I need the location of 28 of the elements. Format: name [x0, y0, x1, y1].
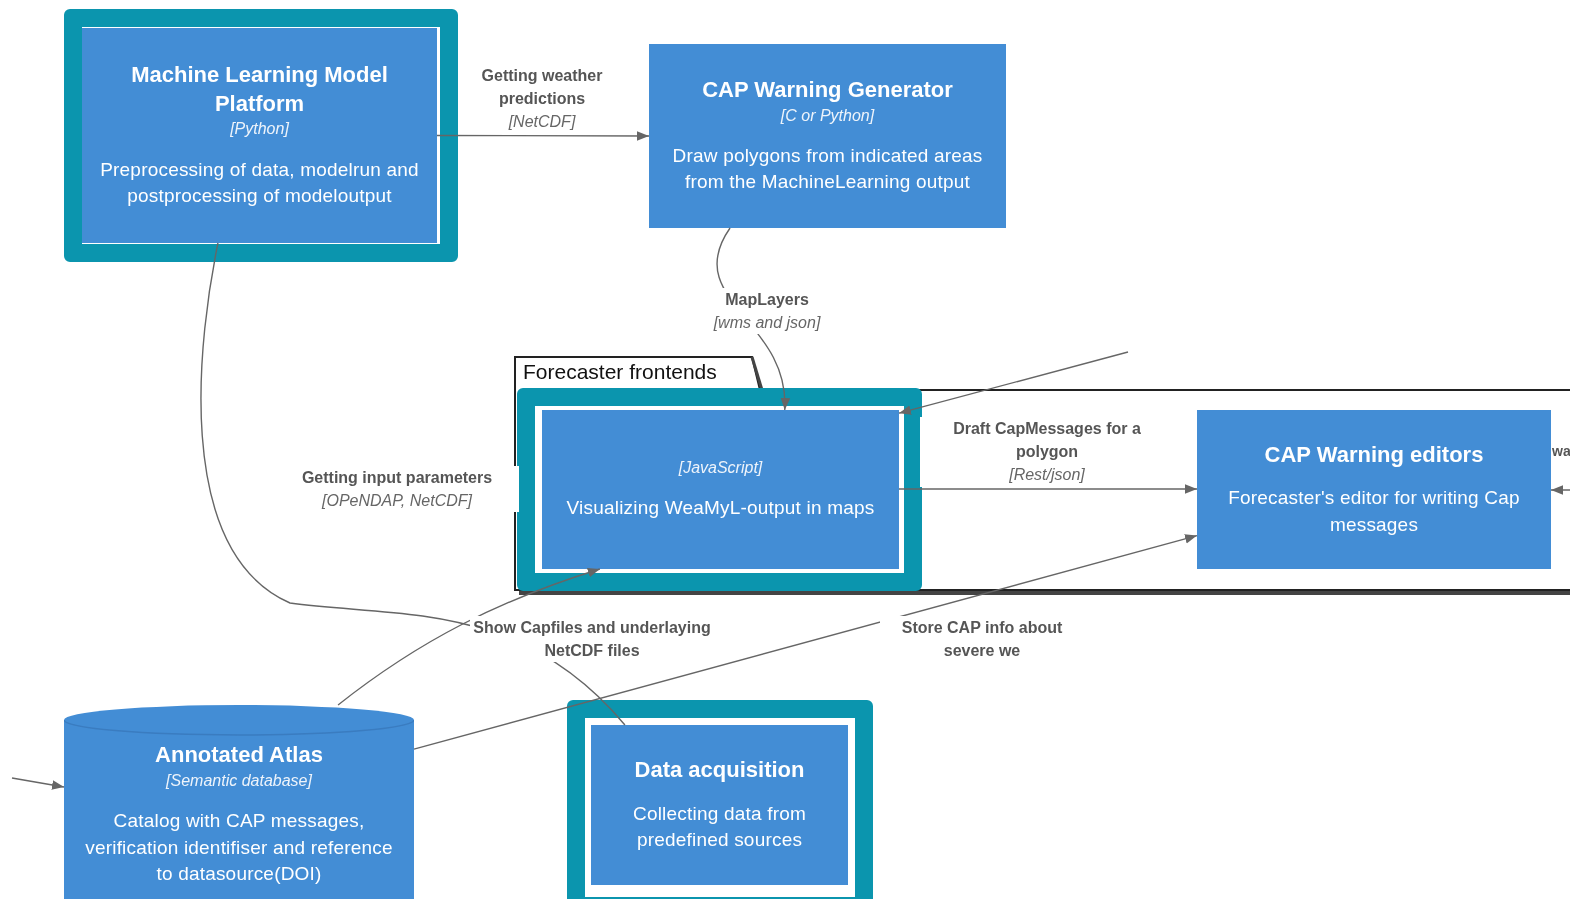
component-title: Annotated Atlas: [155, 741, 323, 769]
arrow: [1550, 485, 1570, 495]
technology-label: [Semantic database]: [166, 770, 312, 791]
component-description: Collecting data from predefined sources: [632, 801, 807, 853]
component-box: [591, 725, 848, 885]
component-title: Data acquisition: [634, 756, 805, 785]
technology-label: [C or Python]: [780, 105, 875, 126]
component-title: Machine Learning Model Platform: [130, 61, 389, 118]
component-box: [542, 410, 899, 569]
technology-label: [JavaScript]: [678, 458, 763, 478]
arrow: [337, 568, 601, 706]
arrow: [436, 131, 650, 141]
group-title: Forecaster frontends: [523, 360, 717, 384]
component-description: Catalog with CAP messages, verification identifiser and reference to datasource(DOI): [84, 809, 394, 887]
technology-label: [Python]: [230, 119, 289, 140]
component-description: Visualizing WeaMyL-output in maps: [566, 496, 875, 521]
component-title: CAP Warning Generator: [702, 75, 953, 104]
component-description: Draw polygons from indicated areas from the MachineLearning output: [671, 143, 984, 195]
arrow: [413, 534, 1198, 750]
component-box: [649, 44, 1006, 228]
arrow: [898, 351, 1129, 415]
arrow: [11, 777, 65, 790]
component-box: [82, 28, 437, 243]
arrow: [898, 484, 1198, 494]
component-box: [1197, 410, 1551, 569]
component-title: CAP Warning editors: [1264, 440, 1484, 469]
component-description: Preprocessing of data, modelrun and postprocessing of modeloutput: [99, 157, 420, 209]
component-description: Forecaster's editor for writing Cap messages: [1227, 486, 1521, 537]
